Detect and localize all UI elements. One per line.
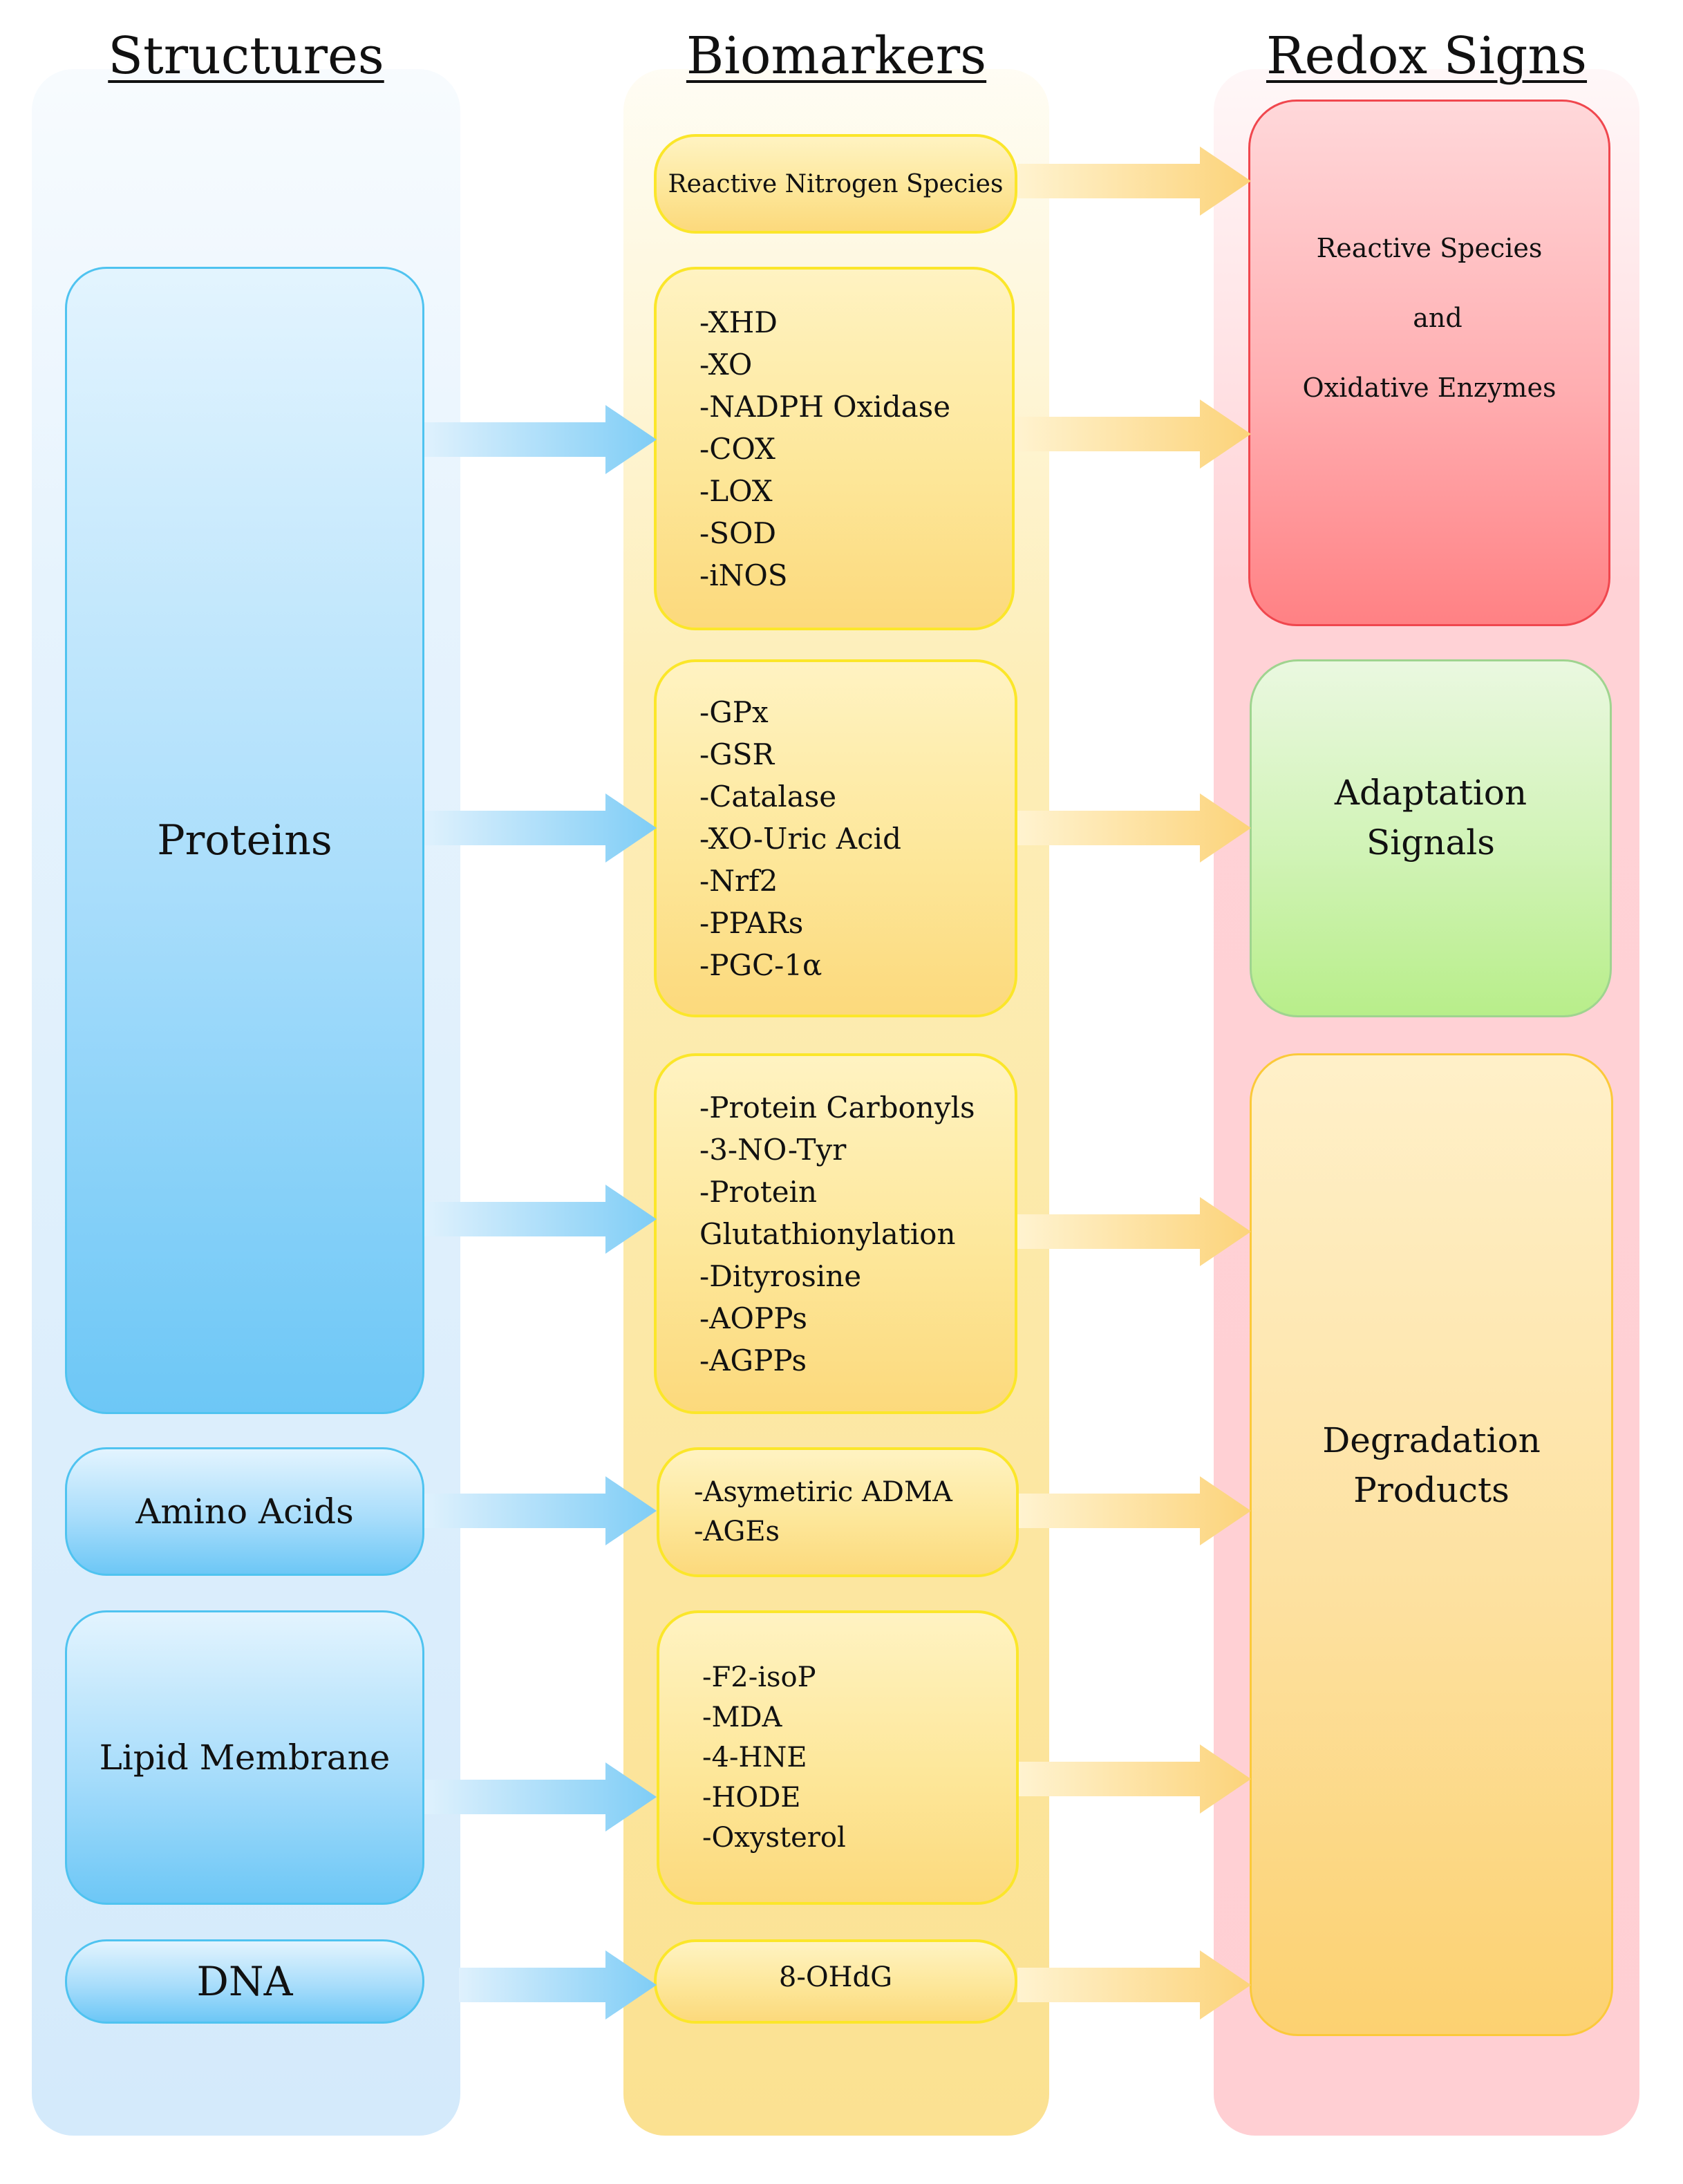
- list-item: -SOD: [699, 516, 777, 550]
- protein-damage-box: -Protein Carbonyls -3-NO-Tyr -Protein Gl…: [654, 1053, 1017, 1414]
- arrow-amino-acids-to-markers: [424, 1476, 657, 1545]
- list-item: -3-NO-Tyr: [699, 1132, 847, 1167]
- degradation-line-1: Degradation: [1322, 1420, 1541, 1460]
- list-item: -AOPPs: [699, 1301, 807, 1335]
- lipid-markers-box: -F2-isoP -MDA -4-HNE -HODE -Oxysterol: [657, 1610, 1019, 1905]
- list-item: -Asymetiric ADMA: [694, 1476, 952, 1508]
- proteins-box: Proteins: [65, 267, 424, 1414]
- reactive-line-2: and: [1413, 302, 1463, 333]
- adaptation-text: Adaptation Signals: [1335, 768, 1527, 867]
- amino-acid-markers-box: -Asymetiric ADMA -AGEs: [657, 1447, 1019, 1577]
- list-item: -LOX: [699, 473, 773, 508]
- arrow-proteins-to-protein-damage: [424, 1185, 657, 1254]
- list-item: -GSR: [699, 737, 775, 771]
- list-item: -F2-isoP: [702, 1661, 816, 1693]
- arrow-lipid-markers-to-degradation: [1019, 1744, 1251, 1814]
- amino-acids-label: Amino Acids: [135, 1491, 354, 1532]
- list-item: -Dityrosine: [699, 1259, 862, 1293]
- arrow-rns-to-reactive: [1017, 147, 1251, 216]
- enzymes-list: -XHD -XO -NADPH Oxidase -COX -LOX -SOD -…: [657, 301, 950, 596]
- list-item: -GPx: [699, 695, 769, 729]
- arrow-dna-marker-to-degradation: [1017, 1950, 1251, 2020]
- structures-header: Structures: [108, 26, 384, 86]
- arrow-proteins-to-antioxidants: [424, 793, 657, 863]
- list-item: -Oxysterol: [702, 1822, 846, 1854]
- dna-box: DNA: [65, 1939, 424, 2024]
- lipid-markers-list: -F2-isoP -MDA -4-HNE -HODE -Oxysterol: [659, 1657, 846, 1858]
- adaptation-signals-box: Adaptation Signals: [1250, 659, 1612, 1017]
- list-item: -Protein: [699, 1174, 818, 1209]
- degradation-text: Degradation Products: [1322, 1415, 1541, 1515]
- arrow-enzymes-to-reactive: [1015, 399, 1251, 469]
- redox-signs-header: Redox Signs: [1266, 26, 1588, 86]
- dna-label: DNA: [196, 1958, 293, 2005]
- amino-acids-box: Amino Acids: [65, 1447, 424, 1576]
- dna-marker-label: 8-OHdG: [778, 1961, 893, 1993]
- list-item: -COX: [699, 431, 775, 466]
- biomarkers-header: Biomarkers: [686, 26, 987, 86]
- list-item: -NADPH Oxidase: [699, 389, 951, 424]
- list-item: -4-HNE: [702, 1742, 807, 1773]
- list-item: -MDA: [702, 1702, 782, 1733]
- list-item: -Catalase: [699, 779, 837, 813]
- list-item: -PGC-1α: [699, 948, 822, 982]
- list-item: -XO-Uric Acid: [699, 821, 901, 856]
- enzymes-box: -XHD -XO -NADPH Oxidase -COX -LOX -SOD -…: [654, 267, 1015, 630]
- rns-box: Reactive Nitrogen Species: [654, 134, 1017, 234]
- arrow-amino-markers-to-degradation: [1019, 1476, 1251, 1545]
- reactive-species-text: Reactive Species and Oxidative Enzymes: [1303, 214, 1557, 423]
- protein-damage-list: -Protein Carbonyls -3-NO-Tyr -Protein Gl…: [657, 1086, 975, 1382]
- list-item: -AGPPs: [699, 1343, 807, 1377]
- dna-marker-box: 8-OHdG: [654, 1939, 1017, 2024]
- arrow-proteins-to-enzymes: [424, 405, 657, 474]
- reactive-line-1: Reactive Species: [1316, 232, 1543, 263]
- degradation-line-2: Products: [1353, 1470, 1510, 1510]
- reactive-species-box: Reactive Species and Oxidative Enzymes: [1248, 100, 1610, 626]
- proteins-label: Proteins: [157, 816, 332, 865]
- lipid-membrane-box: Lipid Membrane: [65, 1610, 424, 1905]
- arrow-antioxidants-to-adaptation: [1017, 793, 1251, 863]
- list-item: -AGEs: [694, 1516, 780, 1547]
- arrow-dna-to-marker: [459, 1950, 657, 2020]
- lipid-membrane-label: Lipid Membrane: [99, 1738, 391, 1778]
- antioxidants-list: -GPx -GSR -Catalase -XO-Uric Acid -Nrf2 …: [657, 691, 901, 986]
- list-item: -HODE: [702, 1782, 801, 1814]
- adaptation-line-2: Signals: [1366, 822, 1495, 863]
- reactive-line-3: Oxidative Enzymes: [1302, 372, 1557, 403]
- list-item: -Protein Carbonyls: [699, 1090, 975, 1124]
- list-item: Glutathionylation: [699, 1216, 956, 1251]
- list-item: -XO: [699, 347, 753, 382]
- rns-label: Reactive Nitrogen Species: [668, 169, 1004, 198]
- list-item: -PPARs: [699, 905, 804, 940]
- antioxidants-box: -GPx -GSR -Catalase -XO-Uric Acid -Nrf2 …: [654, 659, 1017, 1017]
- list-item: -Nrf2: [699, 863, 778, 898]
- degradation-products-box: Degradation Products: [1250, 1053, 1613, 2036]
- amino-acid-markers-list: -Asymetiric ADMA -AGEs: [659, 1473, 952, 1552]
- arrow-lipid-to-markers: [424, 1762, 657, 1832]
- list-item: -iNOS: [699, 558, 788, 592]
- arrow-protein-damage-to-degradation: [1017, 1197, 1251, 1266]
- list-item: -XHD: [699, 305, 778, 339]
- adaptation-line-1: Adaptation: [1334, 773, 1527, 813]
